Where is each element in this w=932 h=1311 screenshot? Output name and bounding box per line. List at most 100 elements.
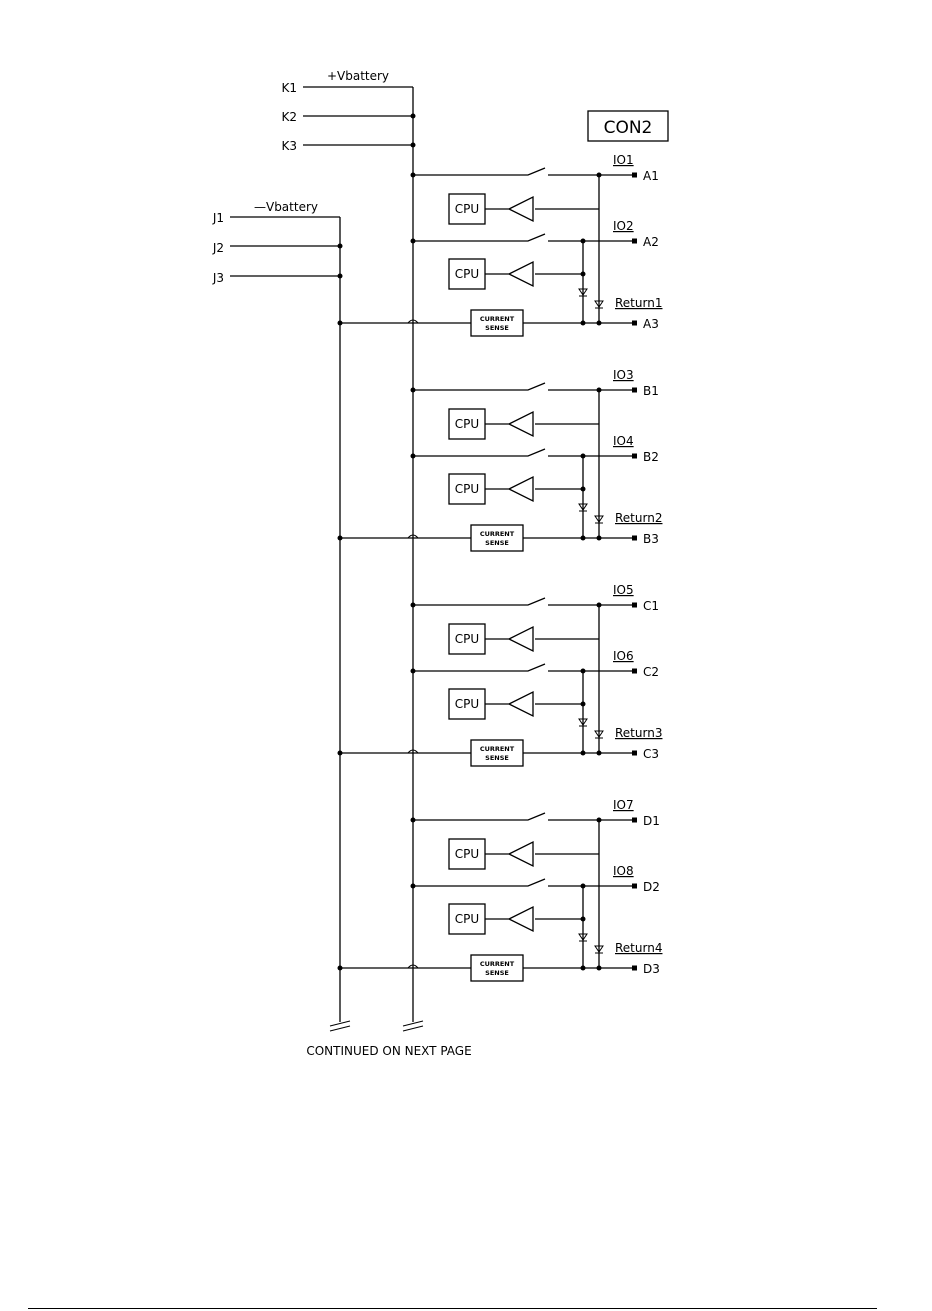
junction-dot xyxy=(580,883,586,889)
buffer-amplifier-icon xyxy=(485,475,534,503)
return-label: Return1 xyxy=(615,296,662,310)
connector-title-box xyxy=(587,110,669,142)
diode-icon xyxy=(578,718,588,727)
pin-J1: J1 xyxy=(212,211,224,225)
current-sense-label-line1: CURRENT xyxy=(480,315,515,323)
junction-dot xyxy=(410,238,416,244)
feedback-wires xyxy=(535,605,600,753)
pin-K1: K1 xyxy=(281,81,297,95)
junction-dot xyxy=(410,668,416,674)
negative-supply-label: —Vbattery xyxy=(254,200,318,214)
feedback-wires xyxy=(535,175,600,323)
junction-dot xyxy=(580,486,586,492)
pin-label-B1: B1 xyxy=(643,384,659,398)
junction-dot xyxy=(410,883,416,889)
junction-dot xyxy=(337,320,343,326)
diode-icon xyxy=(594,515,604,524)
cpu-label: CPU xyxy=(455,482,479,496)
junction-dot xyxy=(337,273,343,279)
junction-dot xyxy=(596,965,602,971)
junction-dot xyxy=(410,113,416,119)
pin-label-A3: A3 xyxy=(643,317,659,331)
junction-dot xyxy=(410,387,416,393)
switched-output-wires xyxy=(413,812,633,887)
cpu-block xyxy=(448,408,486,440)
pin-label-C3: C3 xyxy=(643,747,659,761)
current-sense-label-line2: SENSE xyxy=(485,969,509,977)
buffer-amplifier-icon xyxy=(485,195,534,223)
current-sense-label-line2: SENSE xyxy=(485,754,509,762)
negative-supply-bus xyxy=(230,216,341,1022)
pin-terminal xyxy=(632,453,637,459)
junction-dot xyxy=(337,535,343,541)
pin-label-C2: C2 xyxy=(643,665,659,679)
pin-K3: K3 xyxy=(281,139,297,153)
connector-title: CON2 xyxy=(604,118,653,138)
cpu-label: CPU xyxy=(455,632,479,646)
pin-terminal xyxy=(632,320,637,326)
pin-J3: J3 xyxy=(212,271,224,285)
io-label-top: IO7 xyxy=(613,798,634,812)
cpu-label: CPU xyxy=(455,697,479,711)
cpu-label: CPU xyxy=(455,417,479,431)
pin-terminal xyxy=(632,965,637,971)
buffer-amplifier-icon xyxy=(485,410,534,438)
diode-icon xyxy=(594,945,604,954)
cpu-block xyxy=(448,193,486,225)
junction-dot xyxy=(596,750,602,756)
pin-terminal xyxy=(632,535,637,541)
wire-crossover xyxy=(407,534,419,539)
pin-terminal xyxy=(632,387,637,393)
buffer-amplifier-icon xyxy=(485,690,534,718)
junction-dot xyxy=(596,172,602,178)
junction-dot xyxy=(596,602,602,608)
junction-dot xyxy=(410,602,416,608)
pin-terminal xyxy=(632,883,637,889)
wire-crossover xyxy=(407,749,419,754)
cpu-block xyxy=(448,838,486,870)
junction-dot xyxy=(596,387,602,393)
junction-dot xyxy=(580,271,586,277)
switched-output-wires xyxy=(413,167,633,242)
pin-label-A2: A2 xyxy=(643,235,659,249)
junction-dot xyxy=(410,172,416,178)
current-sense-block xyxy=(470,739,524,767)
junction-dot xyxy=(580,535,586,541)
junction-dot xyxy=(580,238,586,244)
junction-dot xyxy=(596,535,602,541)
diode-icon xyxy=(578,288,588,297)
pin-label-D3: D3 xyxy=(643,962,660,976)
junction-dot xyxy=(337,243,343,249)
io-label-bottom: IO4 xyxy=(613,434,634,448)
buffer-amplifier-icon xyxy=(485,905,534,933)
pin-label-C1: C1 xyxy=(643,599,659,613)
current-sense-block xyxy=(470,309,524,337)
pin-K2: K2 xyxy=(281,110,297,124)
io-label-top: IO5 xyxy=(613,583,634,597)
cpu-block xyxy=(448,473,486,505)
return-label: Return2 xyxy=(615,511,662,525)
pin-J2: J2 xyxy=(212,241,224,255)
current-sense-label-line1: CURRENT xyxy=(480,530,515,538)
feedback-wires xyxy=(535,390,600,538)
junction-dot xyxy=(410,142,416,148)
pin-label-D1: D1 xyxy=(643,814,660,828)
junction-dot xyxy=(596,320,602,326)
pin-label-B2: B2 xyxy=(643,450,659,464)
junction-dot xyxy=(580,668,586,674)
junction-dot xyxy=(410,453,416,459)
junction-dot xyxy=(596,817,602,823)
buffer-amplifier-icon xyxy=(485,260,534,288)
pin-terminal xyxy=(632,750,637,756)
pin-terminal xyxy=(632,238,637,244)
pin-terminal xyxy=(632,668,637,674)
continuation-break-marks xyxy=(329,1020,424,1032)
pin-terminal xyxy=(632,602,637,608)
channel-groups: CPUCPUCURRENTSENSEA1A2A3IO1IO2Return1CPU… xyxy=(337,153,662,982)
io-label-top: IO1 xyxy=(613,153,634,167)
junction-dot xyxy=(580,916,586,922)
page-bottom-rule xyxy=(28,1308,877,1309)
